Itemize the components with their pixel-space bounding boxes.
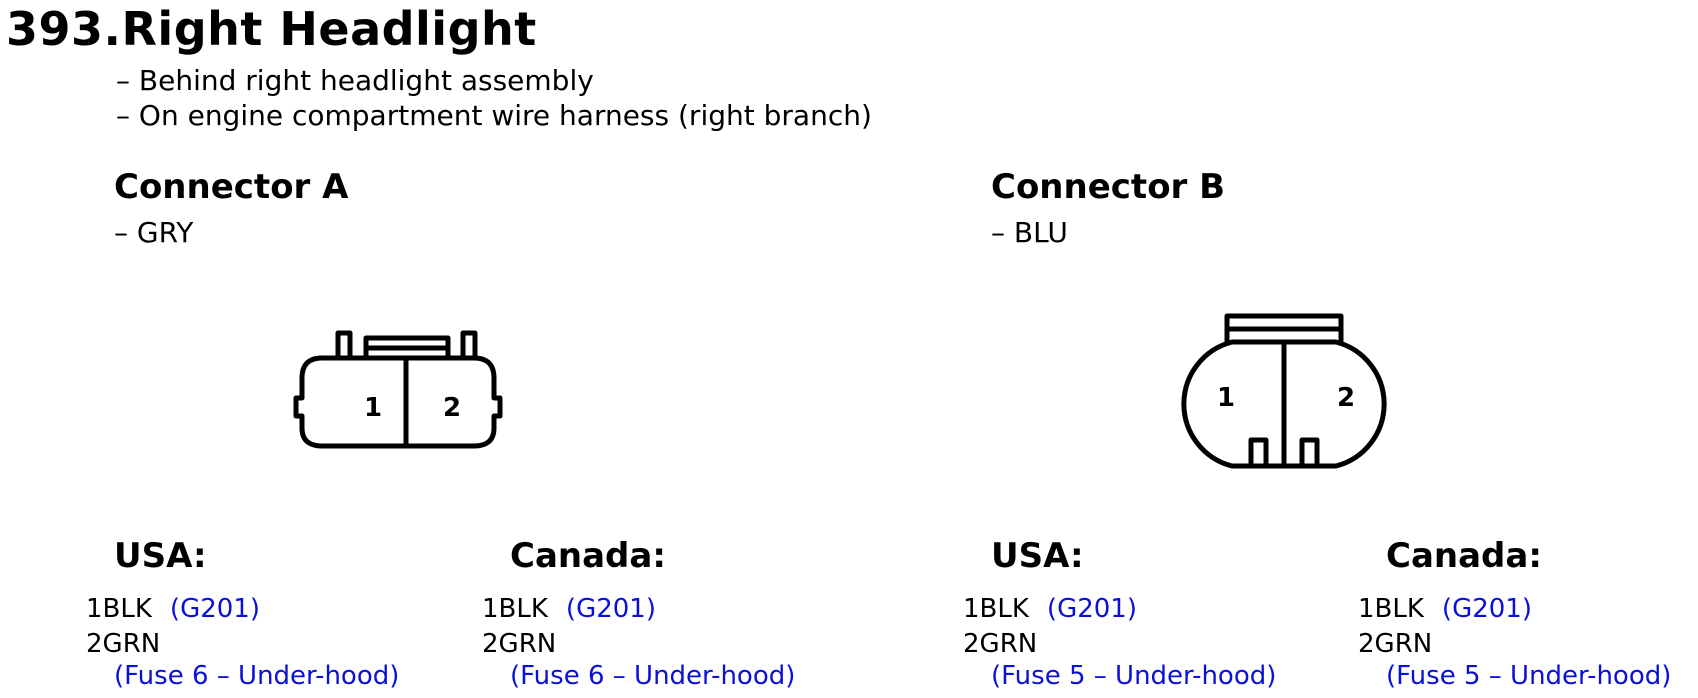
connector-b-canada-wire-2-code: 2GRN [1358,629,1433,659]
page-title: 393.Right Headlight [6,2,537,56]
wire-code: 1BLK [482,594,548,624]
connector-b-pin-1: 1 [1217,383,1235,413]
connector-a-color: – GRY [114,216,194,249]
wire-code: 1BLK [1358,594,1424,624]
connector-b-canada-wire-1: 1BLK (G201) [1358,594,1532,624]
wire-destination: (G201) [1441,594,1532,624]
connector-a-usa-label: USA: [114,536,207,576]
wire-code: 1BLK [963,594,1029,624]
connector-a-tab-right [460,330,478,361]
connector-a-usa-wire-2-destination: (Fuse 6 – Under-hood) [114,661,400,691]
connector-b-body [1181,339,1387,469]
connector-a-diagram: 1 2 [293,330,503,449]
connector-a-canada-label: Canada: [510,536,666,576]
connector-b-usa-label: USA: [991,536,1084,576]
connector-b-diagram: 1 2 [1181,313,1387,469]
connector-b-key-left [1248,437,1269,466]
wire-destination: (G201) [565,594,656,624]
connector-b-usa-wire-1: 1BLK (G201) [963,594,1137,624]
connector-a-pin-2: 2 [443,393,461,423]
connector-a-body [293,355,503,449]
connector-b-key-right [1299,437,1320,466]
wire-code: 1BLK [86,594,152,624]
wire-destination: (G201) [1046,594,1137,624]
location-line-1: – Behind right headlight assembly [116,64,594,97]
connector-a-canada-wire-1: 1BLK (G201) [482,594,656,624]
connector-b-pin-2: 2 [1337,383,1355,413]
connector-b-canada-wire-2-destination: (Fuse 5 – Under-hood) [1386,661,1672,691]
component-name: Right Headlight [121,2,537,56]
connector-a-tab-left [335,330,353,361]
connector-b-usa-wire-2-destination: (Fuse 5 – Under-hood) [991,661,1277,691]
connector-b-usa-wire-2-code: 2GRN [963,629,1038,659]
connector-a-canada-wire-2-code: 2GRN [482,629,557,659]
connector-a-pin-1: 1 [364,393,382,423]
wire-destination: (G201) [169,594,260,624]
connector-a-title: Connector A [114,167,349,207]
connector-b-color: – BLU [991,216,1068,249]
component-number: 393. [6,2,122,56]
connector-a-usa-wire-2-code: 2GRN [86,629,161,659]
location-line-2: – On engine compartment wire harness (ri… [116,99,872,132]
connector-a-usa-wire-1: 1BLK (G201) [86,594,260,624]
connector-a-canada-wire-2-destination: (Fuse 6 – Under-hood) [510,661,796,691]
connector-b-title: Connector B [991,167,1226,207]
connector-b-canada-label: Canada: [1386,536,1542,576]
